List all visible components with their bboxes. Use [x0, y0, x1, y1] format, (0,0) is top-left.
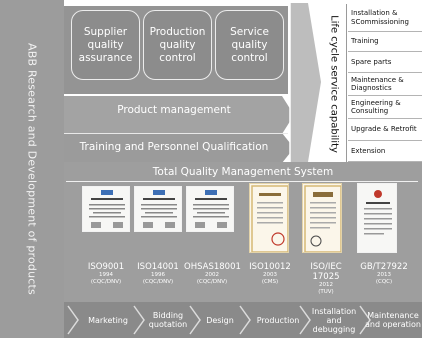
cert-year: 2003 [263, 272, 277, 278]
cert-year: 2002 [205, 272, 219, 278]
product-management-bar [64, 96, 294, 134]
life-cycle-label-panel: Life cycle service capability [322, 5, 346, 162]
cert-year: 1996 [151, 272, 165, 278]
service-list-divider [346, 4, 347, 162]
cert-year: 2012 [319, 282, 333, 288]
life-cycle-arrow-icon [290, 3, 321, 162]
chevron-right-icon [299, 305, 311, 335]
service-quality-box: Service quality control [215, 10, 284, 80]
production-quality-box: Production quality control [143, 10, 212, 80]
service-item-engineering: Engineering & Consulting [348, 96, 422, 119]
service-item-extension: Extension [348, 141, 422, 162]
chevron-right-icon [239, 305, 251, 335]
process-step-design: Design [206, 315, 234, 325]
service-item-spare-parts: Spare parts [348, 52, 422, 73]
service-item-installation: Installation & SCommissioning [348, 4, 422, 32]
iso9001-certificate-image [82, 186, 130, 232]
process-step-installation: Installation and debugging [311, 306, 357, 334]
chevron-right-icon [359, 305, 371, 335]
product-management-label: Product management [117, 104, 231, 116]
cert-label-iso10012: ISO10012 2003 (CMS) [244, 262, 296, 286]
ohsas18001-certificate-image [186, 186, 234, 232]
gb-t27922-certificate-image [357, 183, 397, 253]
certificate-document-icon [89, 190, 125, 228]
chevron-right-icon [133, 305, 145, 335]
certificate-document-icon [304, 185, 341, 252]
cert-name: ISO9001 [87, 262, 125, 272]
cert-name: ISO/IEC 17025 [310, 262, 342, 282]
side-title-panel: ABB Research and Development of products [0, 0, 64, 338]
cert-label-iso14001: ISO14001 1996 (CQC/DNV) [132, 262, 184, 286]
process-step-maintenance: Maintenance and operation [364, 311, 421, 329]
side-title: ABB Research and Development of products [25, 43, 39, 295]
cert-label-iso-iec-17025: ISO/IEC 17025 2012 (TUV) [296, 262, 356, 296]
cert-name: OHSAS18001 [184, 262, 241, 272]
cert-year: 2013 [377, 272, 391, 278]
process-step-bidding: Bidding quotation [148, 311, 188, 329]
certificate-document-icon [141, 190, 177, 228]
training-bar [64, 133, 294, 163]
tqms-title: Total Quality Management System [152, 166, 334, 178]
cert-body: (CQC) [375, 279, 393, 285]
process-chevrons [67, 305, 371, 335]
cert-body: (TUV) [318, 289, 334, 295]
arrow-bars [64, 3, 321, 163]
service-item-maintenance: Maintenance & Diagnostics [348, 73, 422, 96]
certificate-document-icon [193, 190, 229, 228]
service-item-training: Training [348, 32, 422, 52]
life-cycle-label: Life cycle service capability [328, 14, 340, 153]
cert-name: ISO10012 [249, 262, 291, 272]
cert-body: (CQC/DNV) [142, 279, 174, 285]
tqms-title-underline [66, 181, 418, 182]
service-item-upgrade: Upgrade & Retrofit [348, 119, 422, 141]
iso10012-certificate-image [249, 183, 289, 253]
iso-iec-17025-certificate-image [302, 183, 342, 253]
cert-name: GB/T27922 [360, 262, 408, 272]
supplier-quality-box: Supplier quality assurance [71, 10, 140, 80]
training-label: Training and Personnel Qualification [79, 141, 269, 153]
process-step-marketing: Marketing [88, 315, 128, 325]
chevron-right-icon [67, 305, 79, 335]
process-step-production: Production [256, 315, 300, 325]
cert-label-gb-t27922: GB/T27922 2013 (CQC) [356, 262, 412, 286]
cert-label-iso9001: ISO9001 1994 (CQC/DNV) [80, 262, 132, 286]
certificate-document-icon [251, 185, 288, 252]
cert-body: (CQC/DNV) [90, 279, 122, 285]
cert-body: (CMS) [261, 279, 279, 285]
cert-year: 1994 [99, 272, 113, 278]
certificate-document-icon [364, 190, 392, 235]
iso14001-certificate-image [134, 186, 182, 232]
cert-label-ohsas18001: OHSAS18001 2002 (CQC/DNV) [184, 262, 241, 286]
cert-name: ISO14001 [137, 262, 179, 272]
chevron-right-icon [189, 305, 201, 335]
cert-body: (CQC/DNV) [196, 279, 228, 285]
